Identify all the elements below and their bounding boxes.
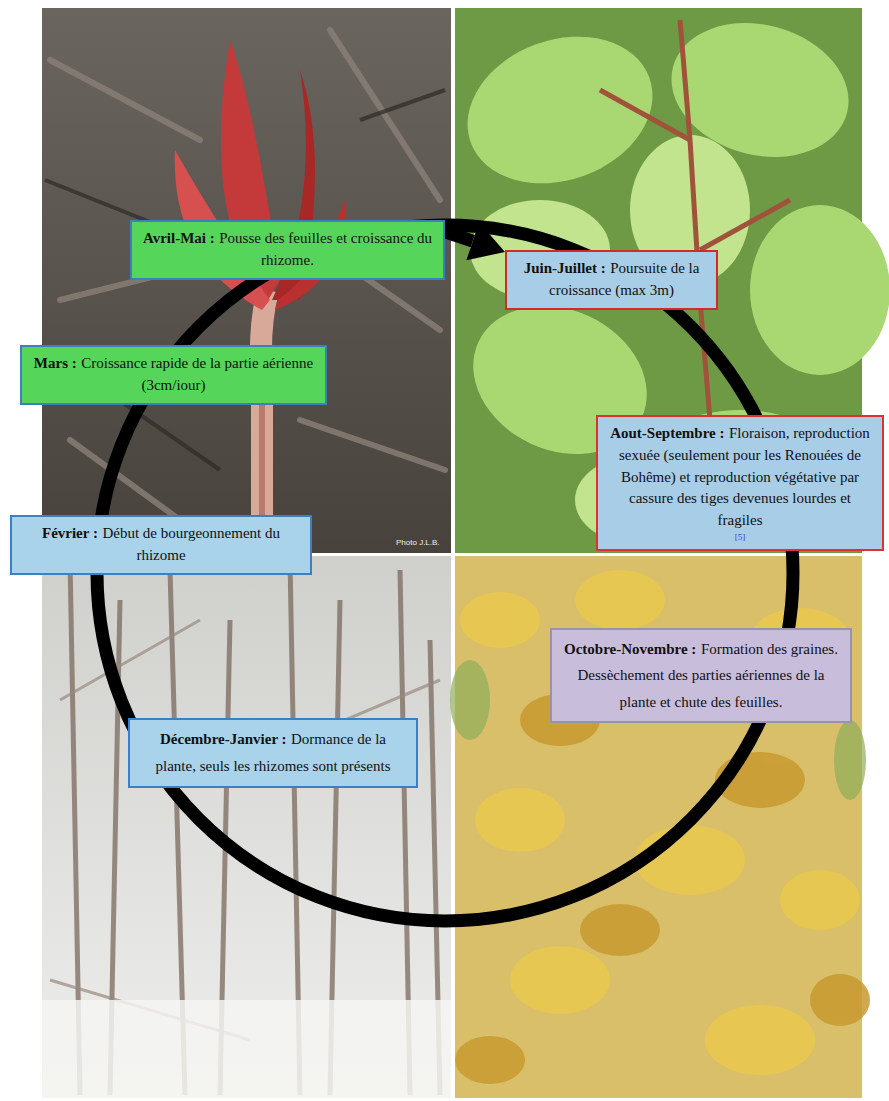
stage-description: Pousse des feuilles et croissance du rhi…	[219, 230, 432, 268]
month-box: Octobre-Novembre :Formation des graines.…	[550, 628, 852, 723]
autumn-photo	[450, 556, 870, 1098]
month-heading: Mars :	[34, 355, 77, 371]
month-heading: Octobre-Novembre :	[564, 641, 696, 657]
month-box: Aout-Septembre :Floraison, reproduction …	[596, 415, 884, 551]
cycle-arrow	[445, 222, 505, 260]
month-heading: Décembre-Janvier :	[160, 731, 286, 747]
month-heading: Avril-Mai :	[143, 230, 215, 246]
photo-credit: Photo J.L.B.	[396, 538, 440, 547]
stage-description: Croissance rapide de la partie aérienne …	[81, 355, 313, 393]
month-heading: Juin-Juillet :	[524, 260, 606, 276]
reference-number: [5]	[606, 532, 874, 543]
month-box: Mars :Croissance rapide de la partie aér…	[20, 345, 327, 405]
leaves-photo	[447, 4, 889, 553]
month-box: Avril-Mai :Pousse des feuilles et croiss…	[130, 220, 445, 280]
month-heading: Février :	[42, 525, 98, 541]
stage-description: Début de bourgeonnement du rhizome	[102, 525, 280, 563]
month-heading: Aout-Septembre :	[610, 425, 724, 441]
month-box: Février :Début de bourgeonnement du rhiz…	[10, 515, 312, 575]
month-box: Décembre-Janvier :Dormance de la plante,…	[128, 718, 418, 788]
month-box: Juin-Juillet :Poursuite de la croissance…	[505, 250, 718, 310]
